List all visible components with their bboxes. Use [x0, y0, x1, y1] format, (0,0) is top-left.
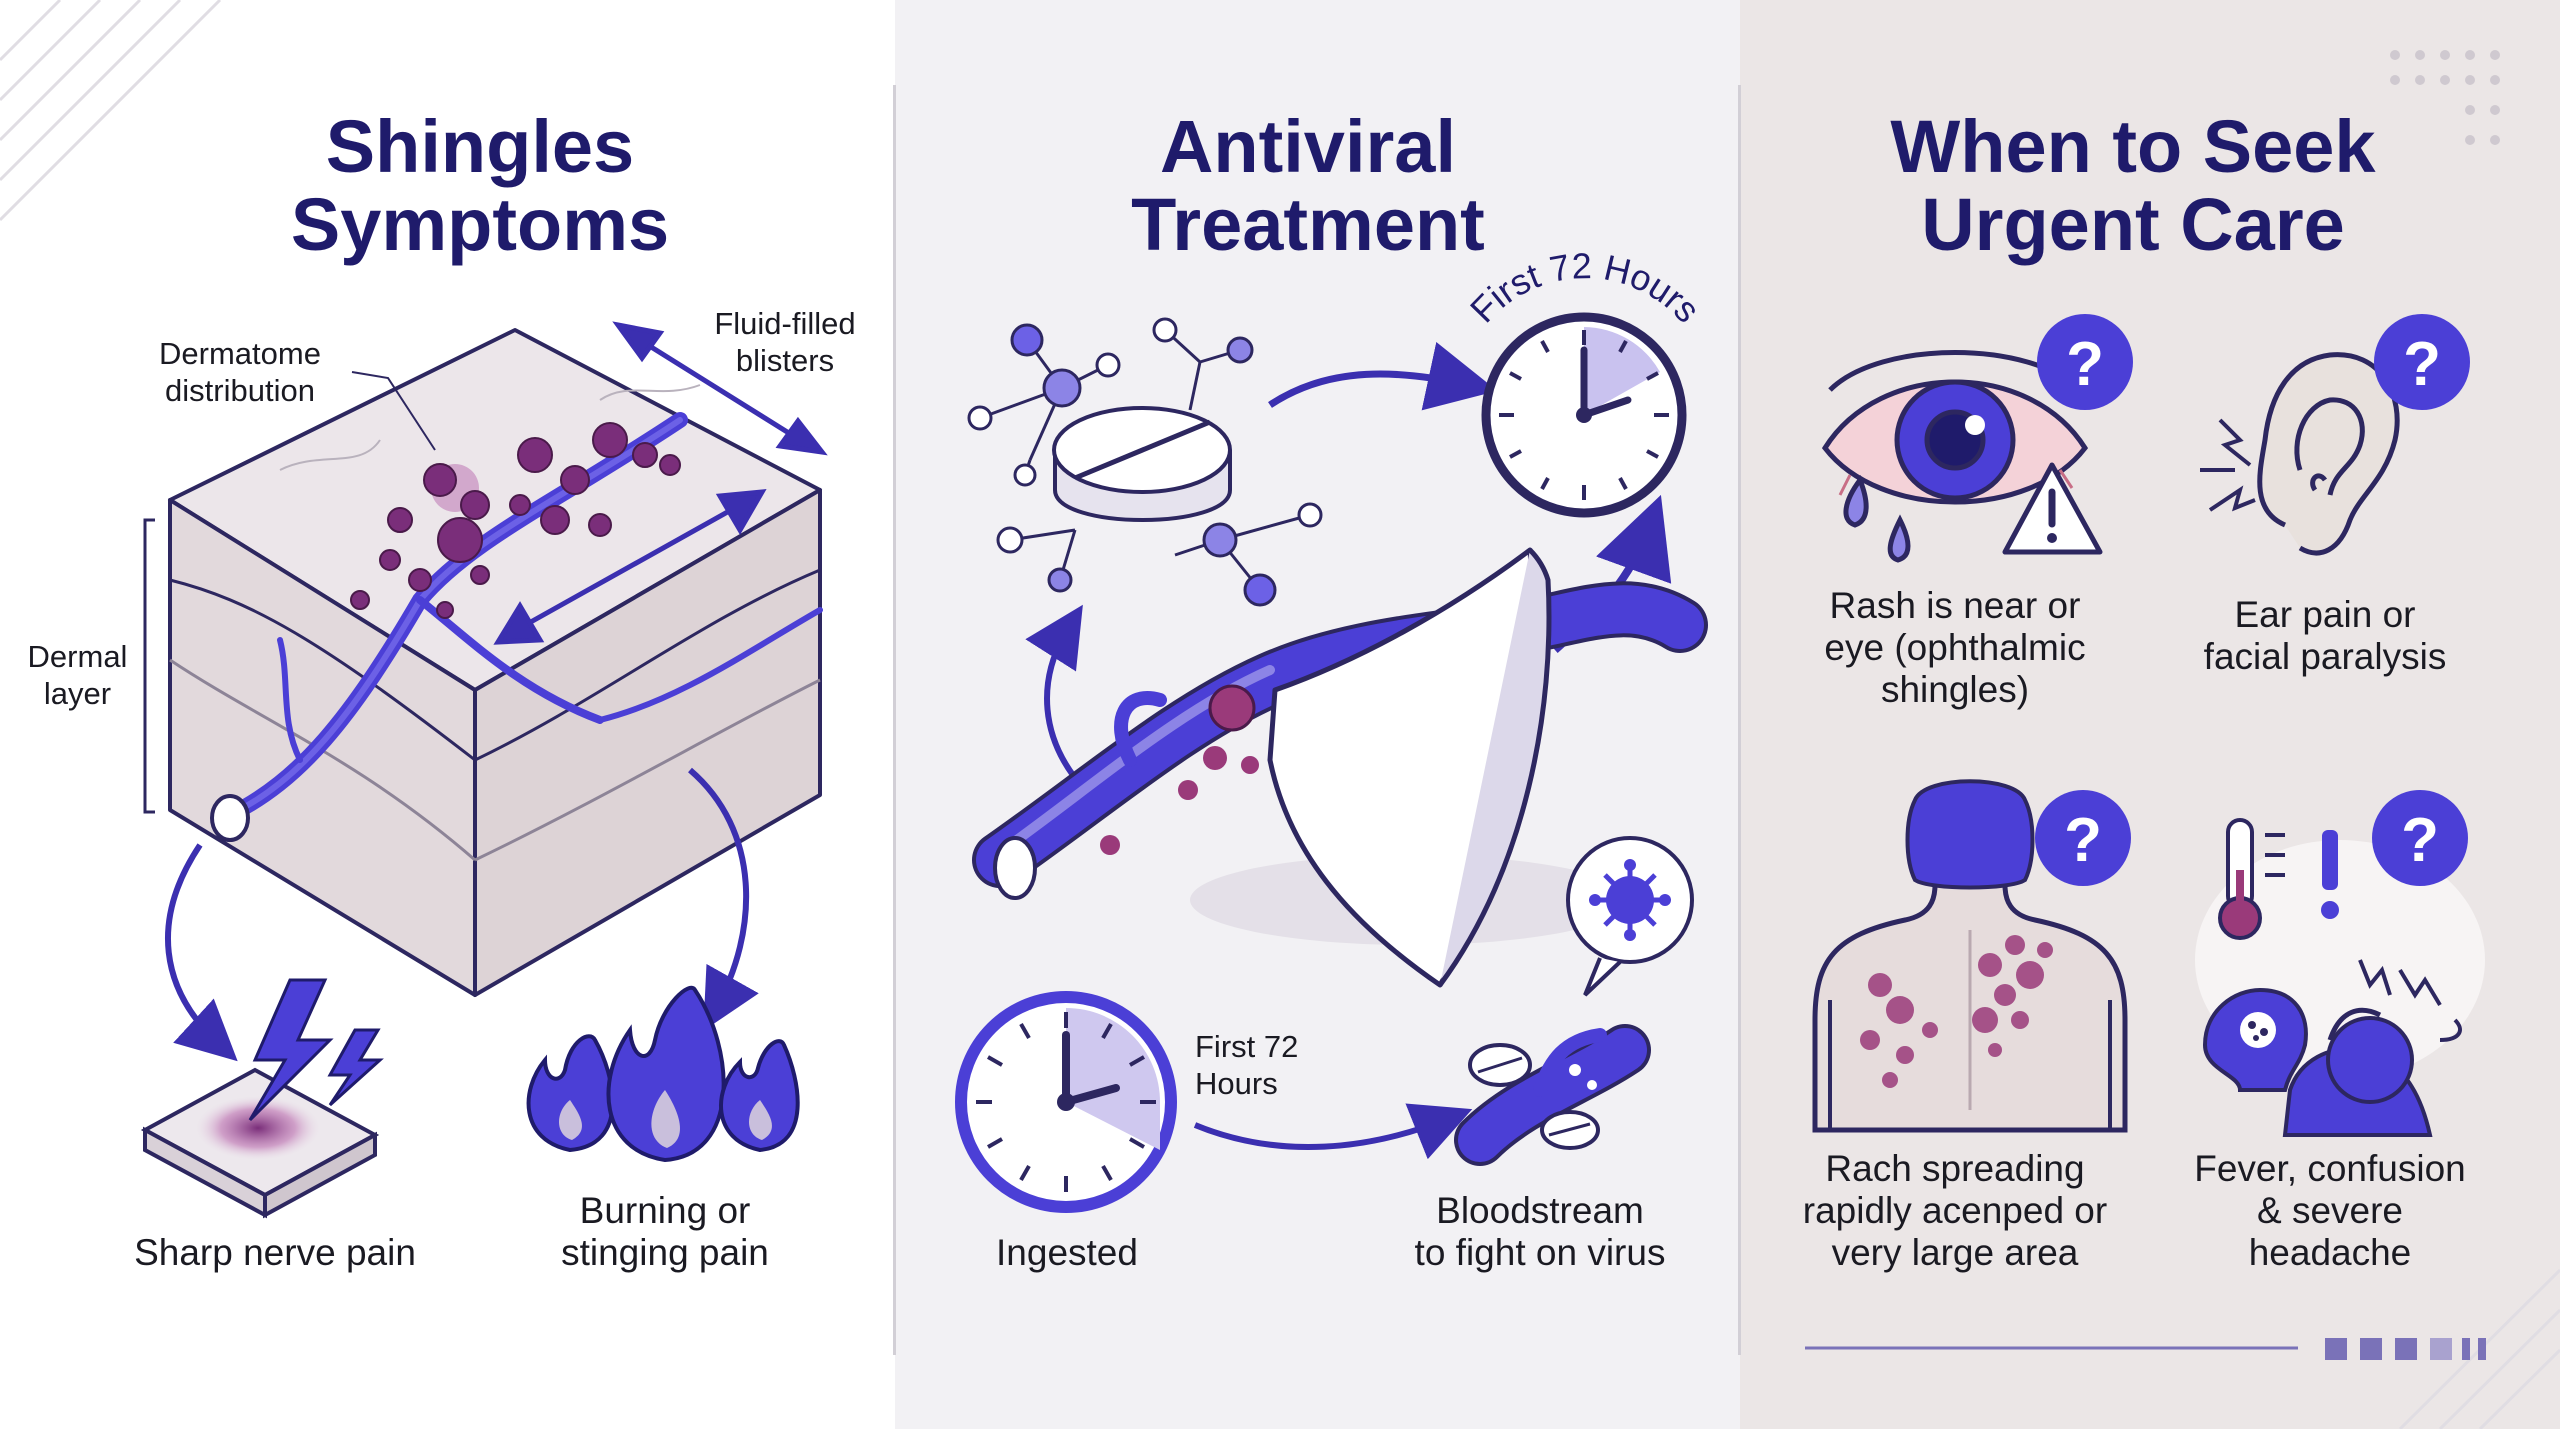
corner-dots — [2390, 50, 2500, 145]
eye-icon — [1821, 350, 2089, 563]
back-rash-icon — [1812, 779, 2128, 1133]
dermatome-pointer — [351, 371, 436, 451]
caption-line: headache — [2248, 1232, 2412, 1273]
depth-arrow — [493, 489, 767, 645]
blister-cluster — [350, 422, 681, 619]
panel-3-title: When to Seek Urgent Care — [1783, 108, 2483, 264]
label-line: blisters — [735, 343, 835, 378]
arrow-to-bloodstream — [1193, 1103, 1473, 1160]
panel-urgent-care — [1740, 0, 2560, 1429]
label-line: distribution — [165, 373, 315, 408]
caption-line: & severe — [2256, 1190, 2403, 1231]
panel-1-title: Shingles Symptoms — [130, 108, 830, 264]
flame-core — [558, 1090, 772, 1148]
blisters-label: Fluid-filled blisters — [690, 305, 880, 379]
title-line: Shingles — [325, 105, 635, 188]
caption-burning-pain: Burning or stinging pain — [465, 1190, 865, 1274]
caption-line: Sharp nerve pain — [134, 1232, 416, 1273]
caption-line: Rash is near or — [1829, 585, 2081, 626]
caption-rash-spreading: Rach spreading rapidly acenped or very l… — [1760, 1148, 2150, 1274]
pills-bloodstream-icon — [1454, 1024, 1651, 1166]
caption-line: Ingested — [996, 1232, 1138, 1273]
panel-divider — [893, 85, 896, 1355]
dermal-bracket — [143, 518, 155, 814]
title-line: Symptoms — [290, 183, 670, 266]
bottom-squares — [2325, 1338, 2486, 1360]
caption-line: stinging pain — [561, 1232, 769, 1273]
sharp-pain-icon — [140, 978, 384, 1219]
caption-line: Bloodstream — [1436, 1190, 1644, 1231]
ear-icon — [2200, 352, 2400, 556]
pill-tablet-icon — [1052, 406, 1232, 522]
fever-icon — [2195, 818, 2485, 1137]
blisters-arrow — [612, 321, 828, 456]
caption-line: very large area — [1831, 1232, 2079, 1273]
dermatome-label: Dermatome distribution — [140, 335, 340, 409]
caption-bloodstream: Bloodstream to fight on virus — [1330, 1190, 1750, 1274]
question-badge: ? — [2037, 314, 2133, 410]
blood-vessel — [972, 581, 1708, 900]
dermal-layer-label: Dermal layer — [15, 638, 140, 712]
question-badge: ? — [2374, 314, 2470, 410]
panel-divider — [1738, 85, 1741, 1355]
caption-line: Ear pain or — [2234, 594, 2416, 635]
svg-text:?: ? — [2403, 330, 2441, 399]
arrow-up-to-pill — [1025, 604, 1088, 793]
title-line: Treatment — [1131, 183, 1485, 266]
nerve-end — [210, 794, 250, 842]
caption-line: to fight on virus — [1414, 1232, 1666, 1273]
virus-icon — [1566, 836, 1694, 997]
caption-line: Burning or — [579, 1190, 751, 1231]
caption-line: facial paralysis — [2203, 636, 2447, 677]
title-line: When to Seek — [1890, 105, 2376, 188]
panel-2-title: Antiviral Treatment — [958, 108, 1658, 264]
title-line: Antiviral — [1159, 105, 1457, 188]
clock-icon — [1481, 312, 1687, 518]
molecule-network — [967, 317, 1323, 607]
caption-sharp-nerve-pain: Sharp nerve pain — [65, 1232, 485, 1274]
arrow-to-sharp-pain — [164, 843, 238, 1062]
svg-text:?: ? — [2064, 806, 2102, 875]
arrow-to-clock — [1268, 341, 1498, 411]
caption-fever-confusion: Fever, confusion & severe headache — [2140, 1148, 2520, 1274]
label-line: Dermal — [27, 639, 128, 674]
exclaim-mark: ! — [2360, 830, 2361, 831]
title-line: Urgent Care — [1921, 183, 2345, 266]
shield-icon — [1190, 547, 1630, 988]
label-line: layer — [43, 676, 112, 711]
clock-icon — [955, 991, 1177, 1213]
caption-line: rapidly acenped or — [1802, 1190, 2108, 1231]
arrow-to-burning-pain — [688, 767, 759, 1031]
caption-line: Rach spreading — [1825, 1148, 2085, 1189]
question-badge: ? — [2035, 790, 2131, 886]
flame-icon — [526, 986, 800, 1163]
first-72-hours-label: First 72 Hours — [1195, 1028, 1335, 1102]
question-badge: ? — [2372, 790, 2468, 886]
svg-text:?: ? — [2401, 806, 2439, 875]
label-line: Fluid-filled — [714, 306, 856, 341]
caption-eye-rash: Rash is near or eye (ophthalmic shingles… — [1760, 585, 2150, 711]
caption-ingested: Ingested — [917, 1232, 1217, 1274]
caption-line: shingles) — [1880, 669, 2030, 710]
svg-text:?: ? — [2066, 330, 2104, 399]
caption-ear-pain: Ear pain or facial paralysis — [2135, 594, 2515, 678]
label-line: Dermatome — [159, 336, 321, 371]
label-line: First 72 — [1195, 1029, 1299, 1064]
label-line: Hours — [1195, 1066, 1278, 1101]
caption-line: eye (ophthalmic — [1824, 627, 2086, 668]
caption-line: Fever, confusion — [2194, 1148, 2466, 1189]
warning-icon — [2002, 462, 2103, 555]
